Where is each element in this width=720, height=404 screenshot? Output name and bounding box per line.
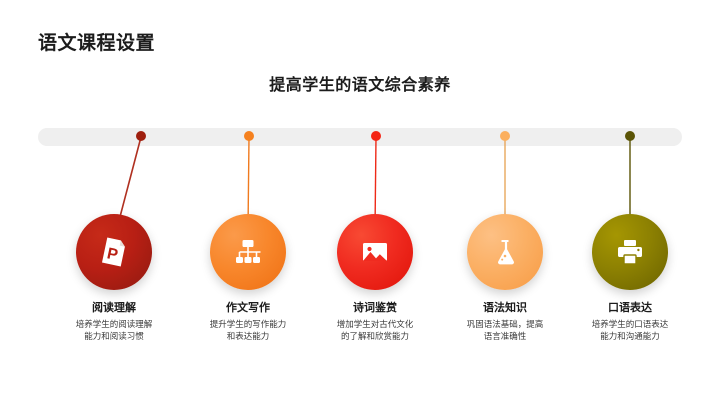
- node-1-bubble[interactable]: P: [76, 214, 152, 290]
- node-3-desc-line1: 增加学生对古代文化: [336, 319, 414, 329]
- sitemap-icon: [232, 236, 264, 268]
- node-5-description: 培养学生的口语表达 能力和沟通能力: [564, 318, 696, 343]
- node-5-label: 口语表达: [608, 302, 652, 314]
- node-1[interactable]: P: [76, 214, 154, 292]
- node-2-desc-line1: 提升学生的写作能力: [209, 319, 287, 329]
- printer-icon: [614, 236, 646, 268]
- powerpoint-document-icon: P: [97, 235, 131, 269]
- image-photo-icon: [359, 236, 391, 268]
- node-4-desc-line2: 语言准确性: [483, 331, 527, 342]
- node-4-description: 巩固语法基础，提高 语言准确性: [439, 318, 571, 343]
- page-title: 语文课程设置: [38, 33, 156, 54]
- node-3[interactable]: [337, 214, 415, 292]
- node-2[interactable]: [210, 214, 288, 292]
- node-3-label: 诗词鉴赏: [353, 302, 397, 314]
- node-3-bubble[interactable]: [337, 214, 413, 290]
- node-4-label: 语法知识: [483, 302, 527, 314]
- node-1-label: 阅读理解: [92, 302, 136, 314]
- node-1-desc-line2: 能力和阅读习惯: [84, 331, 144, 342]
- node-5-desc-line2: 能力和沟通能力: [600, 331, 660, 342]
- flask-icon: [489, 236, 521, 268]
- node-5[interactable]: [592, 214, 670, 292]
- node-2-description: 提升学生的写作能力 和表达能力: [182, 318, 314, 343]
- svg-text:P: P: [105, 245, 119, 264]
- node-4[interactable]: [467, 214, 545, 292]
- node-2-label: 作文写作: [226, 302, 270, 314]
- node-2-bubble[interactable]: [210, 214, 286, 290]
- node-2-desc-line2: 和表达能力: [226, 331, 270, 342]
- node-5-bubble[interactable]: [592, 214, 668, 290]
- node-5-desc-line1: 培养学生的口语表达: [591, 319, 669, 329]
- timeline-bar: [38, 128, 682, 146]
- node-3-desc-line2: 的了解和欣赏能力: [340, 331, 409, 342]
- node-4-bubble[interactable]: [467, 214, 543, 290]
- node-1-description: 培养学生的阅读理解 能力和阅读习惯: [48, 318, 180, 343]
- node-3-description: 增加学生对古代文化 的了解和欣赏能力: [309, 318, 441, 343]
- page-subtitle: 提高学生的语文综合素养: [269, 77, 451, 94]
- node-4-desc-line1: 巩固语法基础，提高: [466, 319, 544, 329]
- node-1-desc-line1: 培养学生的阅读理解: [75, 319, 153, 329]
